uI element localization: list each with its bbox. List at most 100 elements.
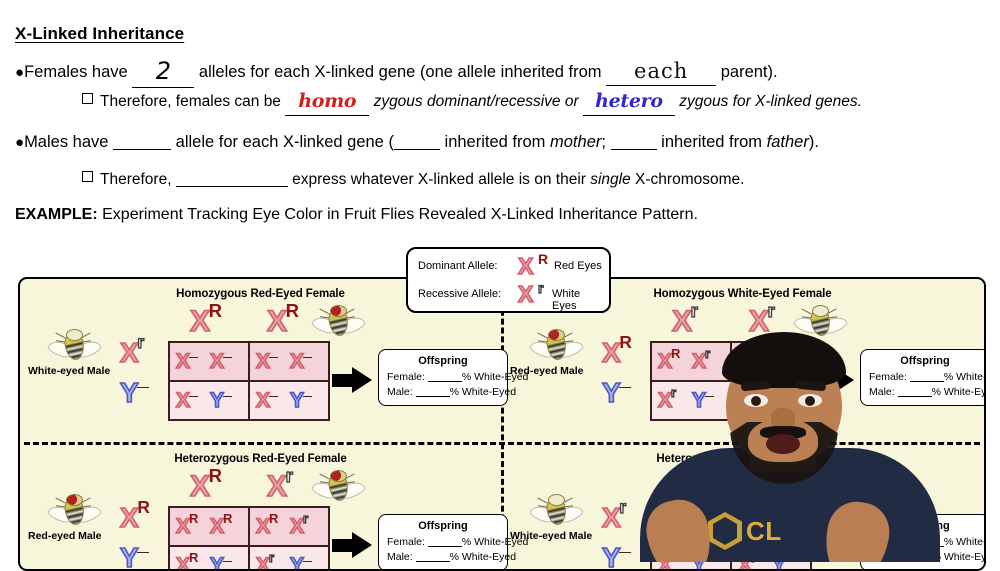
quadrant-title: Homozygous White-Eyed Female <box>653 288 832 300</box>
bullet1-mid: alleles for each X-linked gene (one alle… <box>198 63 602 81</box>
divider-vertical <box>501 283 504 565</box>
cell-allele-2: Y <box>209 554 232 571</box>
cell-allele-1-superscript-R: R <box>671 346 681 362</box>
blank-male-percent[interactable] <box>897 396 932 397</box>
cell-allele-1-base: X <box>175 554 191 571</box>
male-gamete-2-base: Y <box>601 377 621 408</box>
male-gamete-1-superscript-R: R <box>619 331 632 352</box>
blank-inherited-from[interactable]: each <box>606 59 717 87</box>
sub2-post: X-chromosome. <box>635 171 745 188</box>
blank-female-percent[interactable] <box>909 381 944 382</box>
cell-allele-2-base: X <box>289 350 305 373</box>
blank-homozygous[interactable]: homo <box>285 90 370 116</box>
sub2-pre: Therefore, <box>100 171 172 188</box>
square-bullet-icon <box>82 171 93 182</box>
offspring-female-row: Female: % White-Eyed <box>869 371 984 383</box>
sub1-post: zygous for X-linked genes. <box>679 93 862 110</box>
cell-allele-1-base: X <box>255 554 271 571</box>
cell-allele-2-base: Y <box>289 389 305 412</box>
cell-allele-1-superscript-blank <box>189 357 198 359</box>
presenter-hair <box>722 332 846 388</box>
cell-allele-1-base: X <box>255 350 271 373</box>
presenter-video-overlay: CL <box>630 330 950 562</box>
blank-heterozygous[interactable]: hetero <box>582 90 675 116</box>
male-gamete-2-superscript-blank <box>619 552 632 554</box>
legend-recessive-superscript-r: r <box>537 279 544 296</box>
bullet2-italic-father: father <box>766 133 809 151</box>
blank-male-allele-count[interactable] <box>113 149 172 150</box>
bullet2-pre: Males have <box>24 133 109 151</box>
female-gamete-2-base: X <box>748 305 770 338</box>
legend-dominant-superscript-R: R <box>538 251 549 267</box>
cell-allele-1-base: X <box>255 389 271 412</box>
cell-allele-2-superscript-R: R <box>223 511 233 527</box>
blank-male-y-source[interactable] <box>610 149 657 150</box>
cell-allele-1-superscript-blank <box>269 396 278 398</box>
example-text: Experiment Tracking Eye Color in Fruit F… <box>102 206 698 223</box>
allele-legend: Dominant Allele: X R Red Eyes Recessive … <box>406 247 611 313</box>
blank-female-percent[interactable] <box>427 381 462 382</box>
offspring-header: Offspring <box>900 355 950 367</box>
cell-allele-2-base: Y <box>209 554 225 571</box>
male-gamete-2: Y <box>601 543 632 569</box>
female-gamete-2-base: X <box>266 305 288 338</box>
offspring-female-row: Female: % White-Eyed <box>387 371 529 383</box>
legend-dominant-phenotype: Red Eyes <box>554 260 602 272</box>
sub2-italic-single: single <box>590 171 631 188</box>
female-gamete-1-base: X <box>189 305 211 338</box>
cell-allele-2-superscript-blank <box>223 357 232 359</box>
blank-male-percent[interactable] <box>415 396 450 397</box>
blank-male-x-source[interactable] <box>393 149 440 150</box>
blank-males-express[interactable] <box>175 186 288 187</box>
bullet-dot: ● <box>15 134 25 151</box>
female-gamete-2-superscript-r: r <box>767 299 776 321</box>
cell-allele-1-base: X <box>657 389 673 412</box>
subbullet-female-zygosity: Therefore, females can be homo zygous do… <box>82 90 862 116</box>
male-gamete-2-base: Y <box>119 377 139 408</box>
divider-horizontal <box>24 442 980 445</box>
male-gamete-2: Y <box>601 377 632 408</box>
male-gamete-2: Y <box>119 377 150 408</box>
cell-allele-1: X <box>175 389 198 412</box>
legend-dominant-label: Dominant Allele: <box>418 260 498 272</box>
bullet-males-have: ●Males have allele for each X-linked gen… <box>15 133 819 152</box>
blank-female-percent[interactable] <box>427 546 462 547</box>
cell-allele-2: Y <box>289 389 312 412</box>
male-gamete-1-superscript-r: r <box>619 496 627 517</box>
male-gamete-1-superscript-R: R <box>137 496 150 517</box>
cell-allele-2-base: Y <box>289 554 305 571</box>
notes-section: X-Linked Inheritance ●Females have 2 all… <box>0 0 1000 240</box>
sub1-pre: Therefore, females can be <box>100 93 281 110</box>
example-line: EXAMPLE: Experiment Tracking Eye Color i… <box>15 206 698 224</box>
cell-allele-2-superscript-r: r <box>704 346 711 362</box>
blank-female-allele-count[interactable]: 2 <box>132 57 195 88</box>
cell-allele-2-superscript-blank <box>303 357 312 359</box>
male-fly-icon <box>528 327 585 362</box>
offspring-header: Offspring <box>418 520 468 532</box>
cell-allele-2-base: X <box>289 515 305 538</box>
male-gamete-1-base: X <box>601 502 621 533</box>
brand-text: CL <box>746 516 782 546</box>
cell-allele-2-superscript-blank <box>705 396 714 398</box>
legend-dominant-allele-x: X <box>517 252 534 280</box>
male-gamete-2-superscript-blank <box>137 387 150 389</box>
cell-allele-1-base: X <box>657 350 673 373</box>
offspring-male-row: Male: % White-Eyed <box>387 551 517 563</box>
bullet2-mid1: allele for each X-linked gene ( <box>175 133 394 151</box>
male-gamete-1-base: X <box>119 337 139 368</box>
